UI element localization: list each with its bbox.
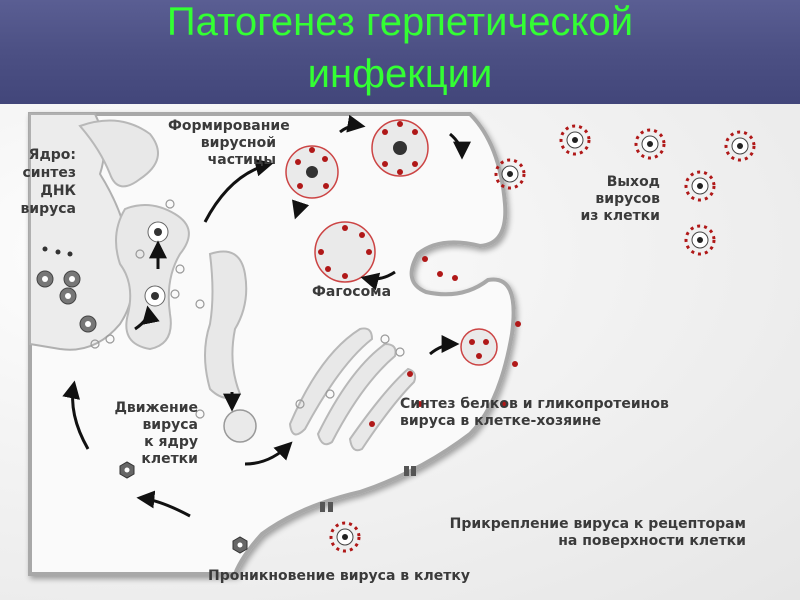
arrow-into-er — [134, 305, 160, 331]
receptors — [320, 466, 416, 512]
small-vesicle — [223, 409, 257, 443]
label-nucleus-line: ДНК — [40, 183, 76, 199]
exit-virions — [329, 124, 756, 553]
golgi-stack — [316, 342, 397, 446]
label-attachment-line: на поверхности клетки — [558, 533, 746, 549]
arrow-exit-vesicle — [429, 335, 460, 356]
golgi-stack — [288, 327, 374, 436]
arrow-to-mature — [339, 114, 366, 134]
arrow-entry — [136, 490, 191, 518]
arrow-to-nucleus — [62, 380, 90, 450]
vesicle-mature — [371, 119, 429, 177]
label-formation: Формирование вирусной частицы — [168, 118, 290, 169]
label-attachment: Прикрепление вируса к рецепторам на пове… — [370, 516, 746, 550]
slide-title-line2: инфекции — [307, 52, 493, 96]
label-phagosome: Фагосома — [312, 284, 392, 300]
label-movement-line: вируса — [142, 417, 198, 433]
slide-title-line1: Патогенез герпетической — [166, 0, 634, 44]
er-organelle — [115, 204, 190, 351]
label-synthesis-line: Синтез белков и гликопротеинов — [400, 396, 669, 412]
label-nucleus: Ядро: синтез ДНК вируса — [4, 146, 76, 218]
arrow-phagosome — [360, 270, 396, 291]
label-movement-line: Движение — [114, 400, 198, 416]
label-formation-line: вирусной — [200, 135, 276, 151]
vesicle-forming — [285, 145, 339, 199]
label-nucleus-line: Ядро: — [28, 147, 76, 163]
label-movement-line: к ядру — [144, 434, 198, 450]
nucleus-capsids — [36, 246, 97, 333]
label-movement-line: клетки — [141, 451, 198, 467]
label-nucleus-line: вируса — [20, 201, 76, 217]
label-exit-line: из клетки — [580, 208, 661, 224]
label-synthesis: Синтез белков и гликопротеинов вируса в … — [400, 396, 669, 430]
label-synthesis-line: вируса в клетке-хозяине — [400, 413, 602, 429]
label-attachment-line: Прикрепление вируса к рецепторам — [449, 516, 746, 532]
er-organelle — [78, 119, 159, 188]
label-formation-line: частицы — [207, 152, 276, 168]
label-formation-line: Формирование — [168, 118, 290, 134]
title-bar: Патогенез герпетической инфекции — [0, 0, 800, 104]
process-arrows — [62, 114, 471, 518]
arrow-out — [449, 132, 471, 160]
label-exit-line: вирусов — [595, 191, 660, 207]
cell-diagram — [28, 112, 756, 576]
label-exit: Выход вирусов из клетки — [556, 174, 661, 225]
diagram-stage: Ядро: синтез ДНК вируса Формирование вир… — [0, 104, 800, 600]
label-movement: Движение вируса к ядру клетки — [88, 400, 198, 468]
arrow-to-golgi — [244, 441, 293, 466]
label-exit-line: Выход — [606, 174, 660, 190]
label-nucleus-line: синтез — [22, 165, 76, 181]
red-particles — [295, 121, 521, 427]
label-penetration: Проникновение вируса в клетку — [208, 568, 471, 584]
arrow-down — [292, 199, 310, 220]
er-virus — [144, 221, 169, 307]
golgi-stack — [348, 367, 417, 452]
arrow-to-vesicle — [203, 158, 274, 223]
capsid-moving — [119, 461, 248, 554]
exit-vesicle — [460, 328, 498, 366]
